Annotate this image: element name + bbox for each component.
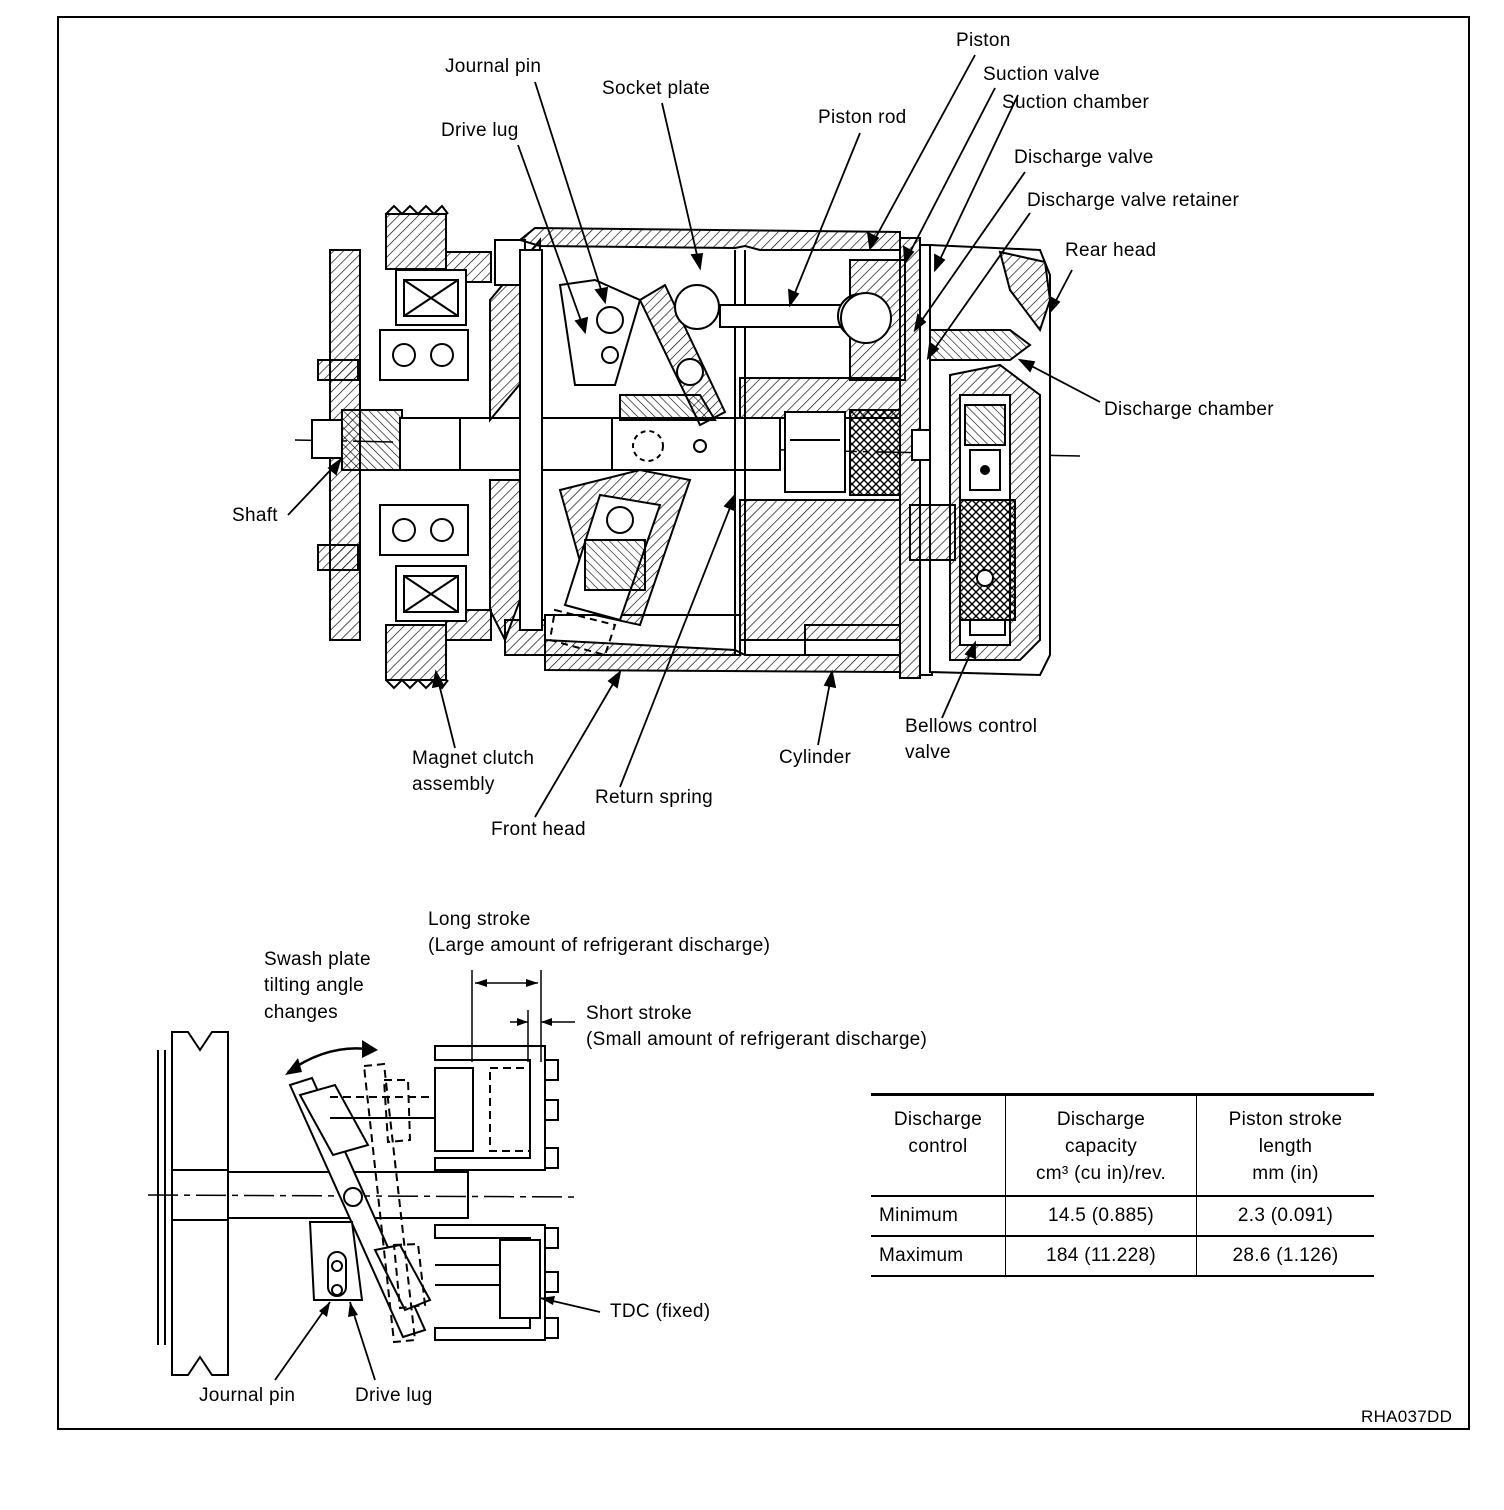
cylinder-block — [517, 226, 901, 674]
header-line: capacity — [1064, 1136, 1138, 1157]
header-line: Piston stroke — [1228, 1109, 1343, 1130]
shaft-body — [399, 417, 781, 471]
header-line: Discharge — [893, 1109, 983, 1130]
label-suction-chamber: Suction chamber — [1002, 92, 1150, 113]
label-drive-lug: Drive lug — [441, 120, 519, 141]
table-header-row: Discharge control Discharge capacity cm³… — [871, 1094, 1374, 1197]
figure-code: RHA037DD — [1361, 1407, 1453, 1426]
label-discharge-valve-retainer: Discharge valve retainer — [1027, 190, 1240, 211]
front-head — [489, 237, 546, 656]
figure-frame — [57, 16, 1470, 1430]
label-journal-pin-bottom: Journal pin — [199, 1385, 296, 1406]
header-discharge-capacity: Discharge capacity cm³ (cu in)/rev. — [1005, 1094, 1197, 1197]
label-short-stroke: Short stroke — [586, 1003, 693, 1024]
label-drive-lug-bottom: Drive lug — [355, 1385, 433, 1406]
label-swash-plate-2: tilting angle — [264, 975, 365, 996]
label-discharge-valve: Discharge valve — [1014, 147, 1154, 168]
label-piston: Piston — [956, 30, 1011, 51]
discharge-spec-table: Discharge control Discharge capacity cm³… — [871, 1093, 1374, 1277]
label-journal-pin: Journal pin — [445, 56, 542, 77]
rear-head-body — [909, 243, 1052, 677]
header-piston-stroke-length: Piston stroke length mm (in) — [1196, 1094, 1374, 1197]
table-row: Minimum 14.5 (0.885) 2.3 (0.091) — [871, 1196, 1374, 1237]
label-tdc-fixed: TDC (fixed) — [610, 1301, 711, 1322]
label-cylinder: Cylinder — [779, 747, 852, 768]
label-rear-head: Rear head — [1065, 240, 1157, 261]
piston-assembly — [719, 259, 906, 493]
header-line: Discharge — [1056, 1109, 1146, 1130]
label-socket-plate: Socket plate — [602, 78, 711, 99]
table-row: Maximum 184 (11.228) 28.6 (1.126) — [871, 1236, 1374, 1277]
label-front-head: Front head — [491, 819, 586, 840]
leader-lines — [287, 54, 1101, 818]
header-line: mm (in) — [1252, 1163, 1319, 1184]
label-swash-plate-3: changes — [264, 1002, 338, 1023]
stroke-schematic — [147, 970, 601, 1381]
label-long-stroke: Long stroke — [428, 909, 531, 930]
label-suction-valve: Suction valve — [983, 64, 1100, 85]
label-long-stroke-note: (Large amount of refrigerant discharge) — [428, 935, 771, 956]
cell-capacity: 184 (11.228) — [1005, 1236, 1197, 1277]
cell-capacity: 14.5 (0.885) — [1005, 1196, 1197, 1237]
label-piston-rod: Piston rod — [818, 107, 907, 128]
label-shaft: Shaft — [232, 505, 278, 526]
label-magnet-clutch: Magnet clutch — [412, 748, 535, 769]
header-line: control — [908, 1136, 968, 1157]
cell-control: Maximum — [871, 1236, 1006, 1277]
cell-stroke: 2.3 (0.091) — [1196, 1196, 1374, 1237]
label-swash-plate: Swash plate — [264, 949, 371, 970]
label-bellows-control-valve-2: valve — [905, 742, 951, 763]
cell-stroke: 28.6 (1.126) — [1196, 1236, 1374, 1277]
label-return-spring: Return spring — [595, 787, 713, 808]
header-line: length — [1258, 1136, 1313, 1157]
label-discharge-chamber: Discharge chamber — [1104, 399, 1274, 420]
label-short-stroke-note: (Small amount of refrigerant discharge) — [586, 1029, 928, 1050]
cell-control: Minimum — [871, 1196, 1006, 1237]
label-magnet-clutch-2: assembly — [412, 774, 495, 795]
header-discharge-control: Discharge control — [871, 1094, 1006, 1197]
swash-plate — [548, 278, 727, 657]
label-bellows-control-valve: Bellows control — [905, 716, 1038, 737]
compressor-cross-section — [294, 204, 1081, 690]
header-line: cm³ (cu in)/rev. — [1035, 1163, 1167, 1184]
